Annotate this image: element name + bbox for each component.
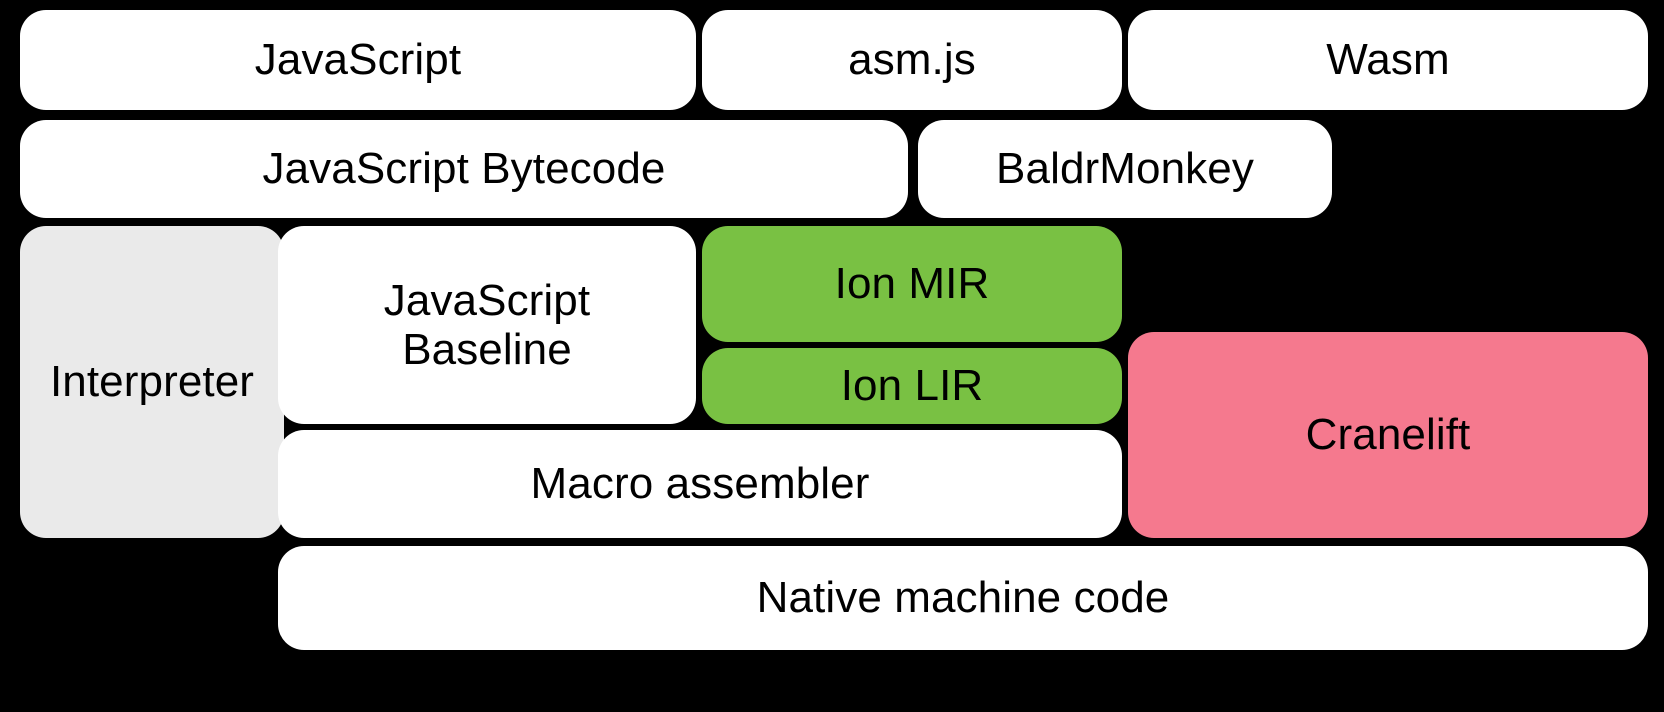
- node-ion-lir[interactable]: Ion LIR: [702, 348, 1122, 424]
- node-wasm[interactable]: Wasm: [1128, 10, 1648, 110]
- node-cranelift[interactable]: Cranelift: [1128, 332, 1648, 538]
- node-asmjs[interactable]: asm.js: [702, 10, 1122, 110]
- node-javascript-bytecode[interactable]: JavaScript Bytecode: [20, 120, 908, 218]
- node-interpreter[interactable]: Interpreter: [20, 226, 284, 538]
- node-baldrmonkey[interactable]: BaldrMonkey: [918, 120, 1332, 218]
- node-javascript-baseline[interactable]: JavaScript Baseline: [278, 226, 696, 424]
- node-macro-assembler[interactable]: Macro assembler: [278, 430, 1122, 538]
- node-native-machine-code[interactable]: Native machine code: [278, 546, 1648, 650]
- node-ion-mir[interactable]: Ion MIR: [702, 226, 1122, 342]
- node-javascript[interactable]: JavaScript: [20, 10, 696, 110]
